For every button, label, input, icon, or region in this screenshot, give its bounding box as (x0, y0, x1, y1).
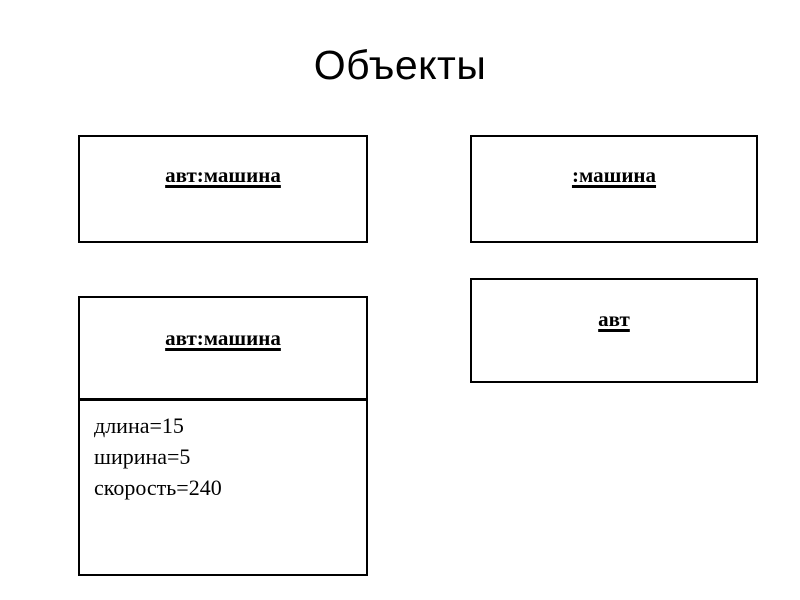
object-name-label: авт:машина (165, 326, 281, 350)
object-name-compartment: :машина (472, 137, 756, 188)
page-title: Объекты (313, 42, 487, 88)
object-box-named-instance[interactable]: авт:машина (78, 135, 368, 243)
attribute-row: длина=15 (94, 413, 184, 438)
compartment-divider (80, 398, 366, 401)
object-name-label: авт (598, 307, 630, 331)
attribute-row: ширина=5 (94, 444, 191, 469)
object-box-name-only-instance[interactable]: авт (470, 278, 758, 383)
object-name-compartment: авт:машина (80, 298, 366, 351)
object-name-label: авт:машина (165, 163, 281, 187)
object-name-compartment: авт:машина (80, 137, 366, 188)
object-attributes-compartment: длина=15 ширина=5 скорость=240 (80, 410, 366, 503)
attribute-row: скорость=240 (94, 475, 222, 500)
object-name-label: :машина (571, 163, 657, 187)
object-name-compartment: авт (472, 280, 756, 332)
object-box-instance-with-attributes[interactable]: авт:машина длина=15 ширина=5 скорость=24… (78, 296, 368, 576)
object-box-anonymous-instance[interactable]: :машина (470, 135, 758, 243)
